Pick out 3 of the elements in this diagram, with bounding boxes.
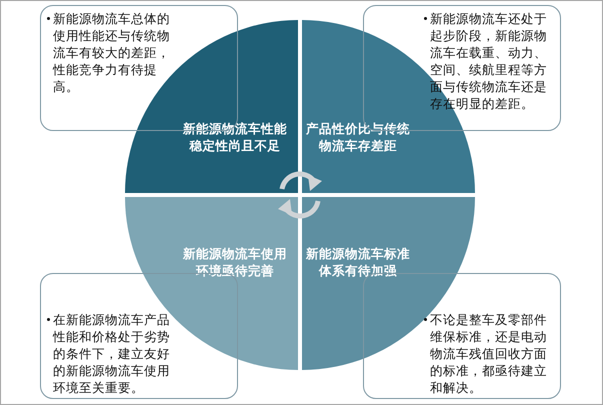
description-text: 在新能源物流车产品性能和价格处于劣势的条件下，建立友好的新能源物流车使用环境至关重要。	[53, 311, 171, 396]
description-text: 新能源物流车总体的使用性能还与传统物流车有较大的差距，性能竞争力有待提高。	[53, 10, 171, 95]
description-text: 不论是整车及零部件维保标准，还是电动物流车残值回收方面的标准，都亟待建立和解决。	[430, 311, 548, 396]
